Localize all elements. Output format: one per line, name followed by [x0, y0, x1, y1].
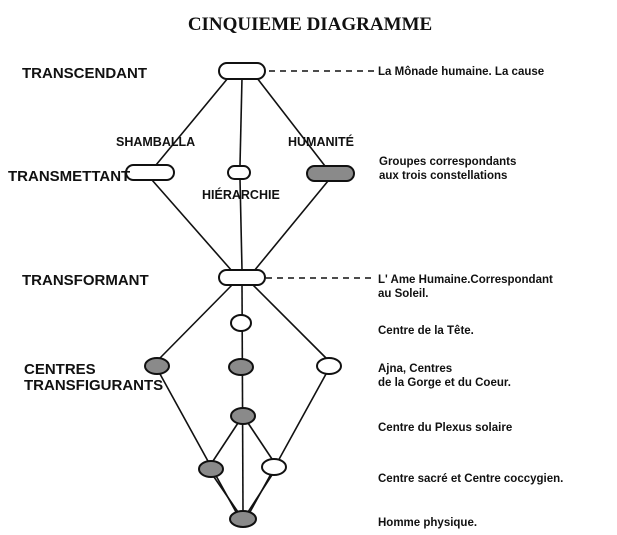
hierarchie-node — [227, 165, 251, 180]
label-shamballa: SHAMBALLA — [116, 135, 195, 149]
desc-tete: Centre de la Tête. — [378, 325, 474, 337]
ajna-right-node — [316, 357, 342, 375]
line-monad-shamballa — [155, 77, 229, 166]
desc-ajna-line2: de la Gorge et du Coeur. — [378, 377, 511, 389]
desc-physique: Homme physique. — [378, 517, 477, 529]
ajna-center-node — [228, 358, 254, 376]
desc-monade: La Mônade humaine. La cause — [378, 66, 544, 78]
desc-groupes-line2: aux trois constellations — [379, 170, 507, 182]
diagram-title: CINQUIEME DIAGRAMME — [188, 14, 432, 35]
line-left-physique — [159, 373, 237, 513]
desc-plexus: Centre du Plexus solaire — [378, 422, 512, 434]
desc-groupes-line1: Groupes correspondants — [379, 156, 516, 168]
level-transmettant: TRANSMETTANT — [8, 168, 130, 185]
shamballa-node — [125, 164, 175, 181]
label-hierarchie: HIÉRARCHIE — [202, 187, 280, 202]
ajna-left-node — [144, 357, 170, 375]
sacre-node — [198, 460, 224, 478]
line-hierarchie-ame — [239, 178, 243, 271]
desc-sacre: Centre sacré et Centre coccygien. — [378, 473, 563, 485]
line-shamballa-ame — [151, 179, 233, 272]
level-transfigurants: TRANSFIGURANTS — [24, 377, 163, 394]
coccyx-node — [261, 458, 287, 476]
centre-tete-node — [230, 314, 252, 332]
line-monad-humanite — [256, 77, 326, 167]
line-coccyx-physique — [247, 474, 273, 513]
physique-node — [229, 510, 257, 528]
plexus-node — [230, 407, 256, 425]
ame-node — [218, 269, 266, 286]
desc-ajna-line1: Ajna, Centres — [378, 363, 452, 375]
level-transformant: TRANSFORMANT — [22, 272, 149, 289]
desc-ame-line2: au Soleil. — [378, 288, 429, 300]
connections — [151, 70, 376, 513]
line-sacre-physique — [213, 476, 239, 513]
label-humanite: HUMANITÉ — [288, 134, 354, 149]
desc-ame-line1: L' Ame Humaine.Correspondant — [378, 274, 553, 286]
line-plexus-coccyx — [247, 422, 273, 460]
monad-node — [218, 62, 266, 80]
humanite-node — [306, 165, 355, 182]
line-ame-left — [159, 283, 234, 359]
line-ame-right — [251, 283, 327, 359]
level-centres: CENTRES — [24, 361, 96, 378]
line-humanite-ame — [253, 180, 329, 272]
line-monad-hierarchie — [239, 77, 243, 166]
level-transcendant: TRANSCENDANT — [22, 65, 147, 82]
line-plexus-sacre — [212, 422, 239, 462]
